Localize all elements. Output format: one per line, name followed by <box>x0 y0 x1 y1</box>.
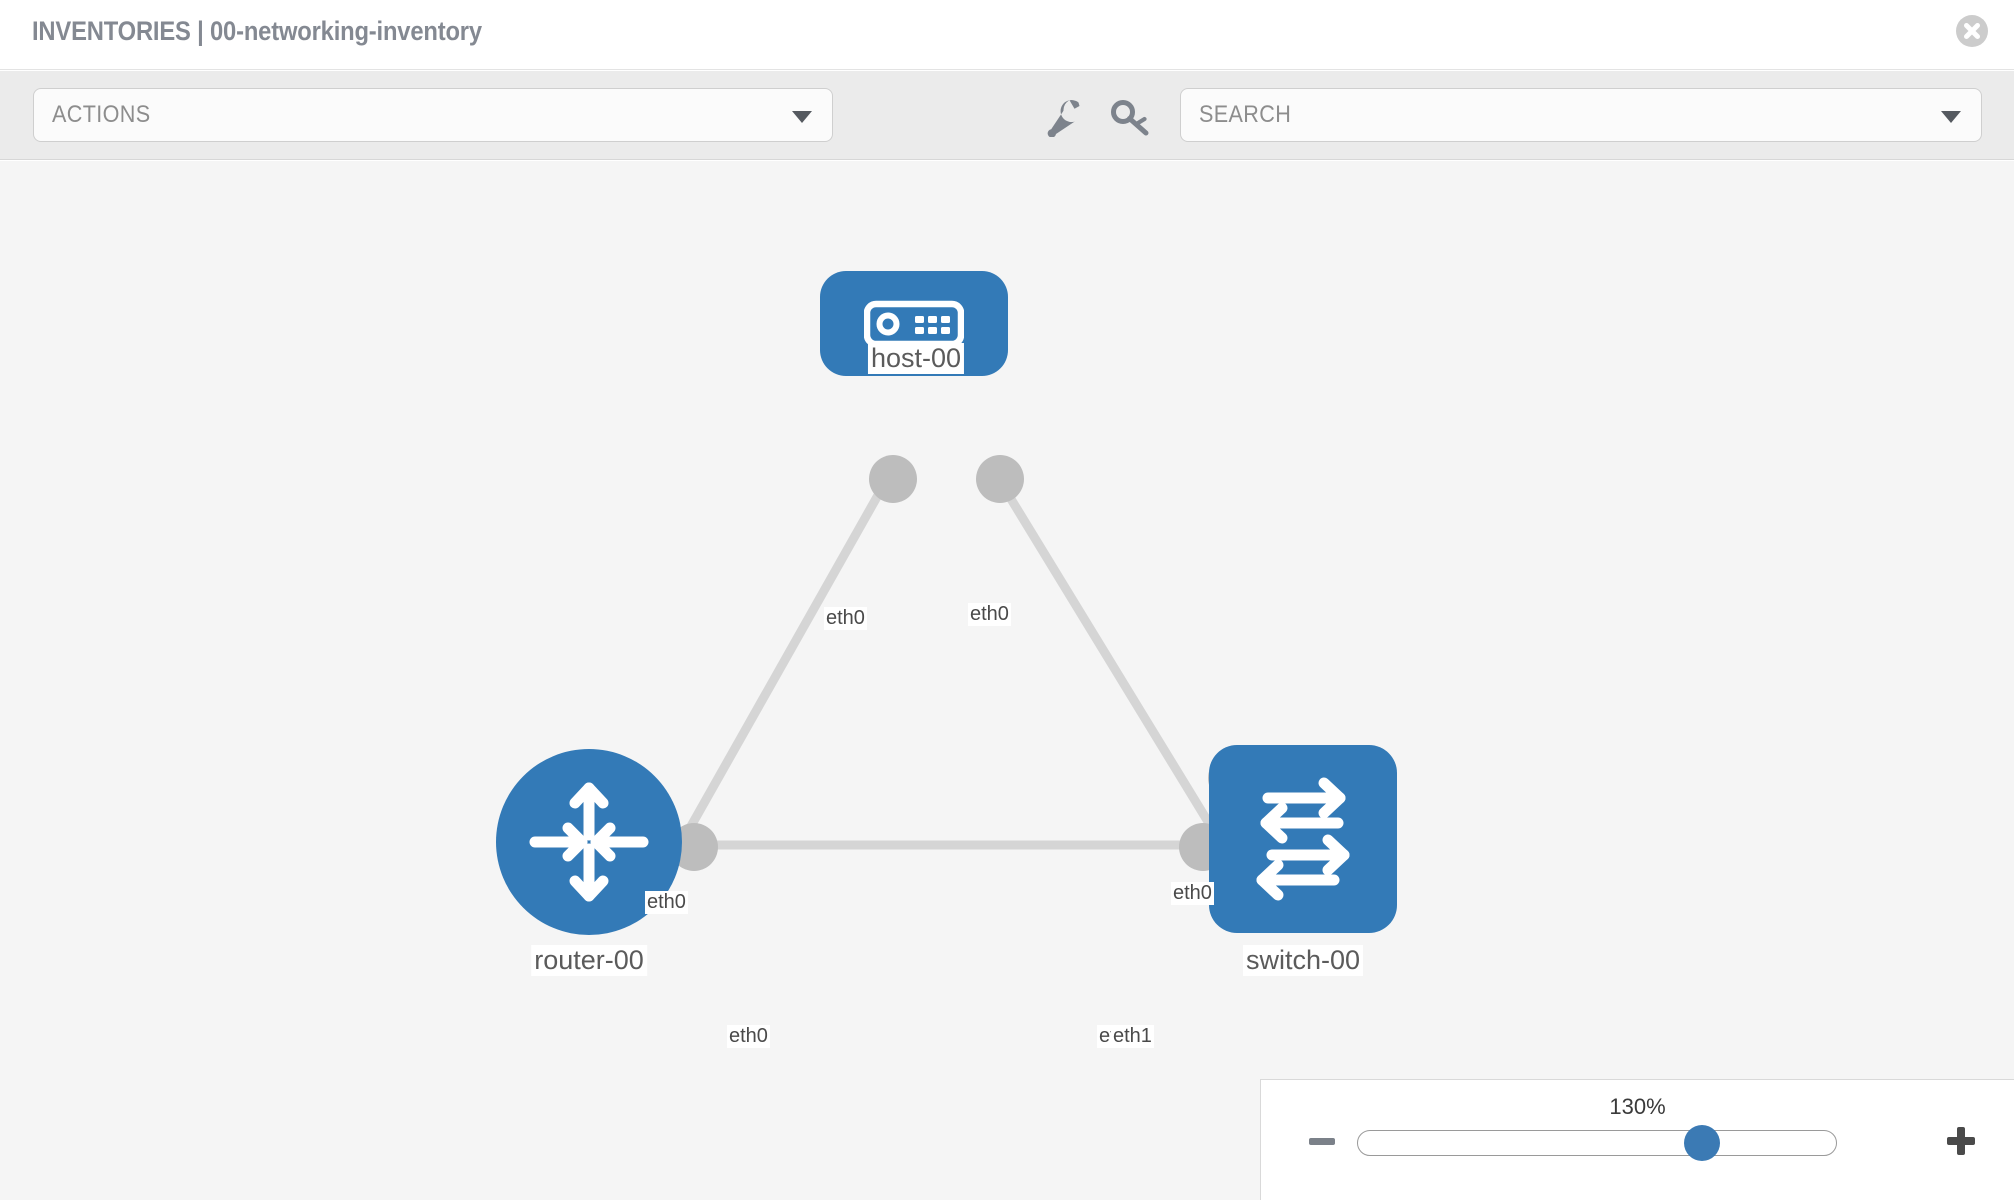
connector-host-left[interactable] <box>869 455 917 503</box>
zoom-slider[interactable] <box>1357 1125 1837 1161</box>
chevron-down-icon <box>792 111 812 123</box>
topology-links <box>656 478 1236 884</box>
edge-label-router-switch-router-end: eth0 <box>727 1025 770 1048</box>
zoom-level-value: 130% <box>1609 1094 1666 1119</box>
edge-label-host-switch-switch-end: eth0 <box>1171 882 1214 905</box>
key-icon[interactable] <box>1110 99 1152 137</box>
toolbar: ACTIONS SEARCH <box>0 71 2014 160</box>
chevron-down-icon <box>1941 111 1961 123</box>
connector-router-right[interactable] <box>670 823 718 871</box>
close-circle-icon <box>1956 15 1988 47</box>
router-four-arrows-icon <box>529 782 649 902</box>
search-placeholder: SEARCH <box>1199 101 1292 128</box>
wrench-glyph <box>1047 100 1080 138</box>
connector-host-right[interactable] <box>976 455 1024 503</box>
topology-connectors <box>670 455 1256 871</box>
topology-canvas[interactable]: host-00 router-00 <box>0 161 2014 1200</box>
link-host-switch[interactable] <box>996 478 1236 864</box>
node-switch-00-label: switch-00 <box>1242 945 1364 976</box>
search-input[interactable]: SEARCH <box>1180 88 1982 142</box>
edge-label-host-router-router-end: eth0 <box>645 891 688 914</box>
actions-dropdown[interactable]: ACTIONS <box>33 88 833 142</box>
switch-arrows-icon <box>1256 777 1350 901</box>
edge-label-host-switch-host-end: eth0 <box>968 603 1011 626</box>
server-device-icon <box>864 300 964 347</box>
key-glyph <box>1111 100 1149 136</box>
node-router-00-label: router-00 <box>531 945 647 976</box>
wrench-icon[interactable] <box>1043 99 1085 138</box>
page-header: INVENTORIES | 00-networking-inventory <box>0 0 2014 70</box>
close-icon[interactable] <box>1955 14 1989 48</box>
zoom-control-panel: 130% <box>1260 1079 2014 1200</box>
link-host-router[interactable] <box>656 478 890 884</box>
page-title: INVENTORIES | 00-networking-inventory <box>32 16 482 46</box>
actions-dropdown-label: ACTIONS <box>52 101 151 128</box>
zoom-out-button[interactable] <box>1305 1124 1339 1158</box>
node-host-00-label: host-00 <box>867 343 965 374</box>
zoom-slider-thumb[interactable] <box>1684 1125 1721 1161</box>
edge-label-router-switch-switch-end-eth1: eth1 <box>1111 1025 1154 1048</box>
node-switch-00-shape[interactable] <box>1209 745 1397 933</box>
edge-label-host-router-host-end: eth0 <box>824 607 867 630</box>
zoom-in-button[interactable] <box>1944 1124 1978 1158</box>
